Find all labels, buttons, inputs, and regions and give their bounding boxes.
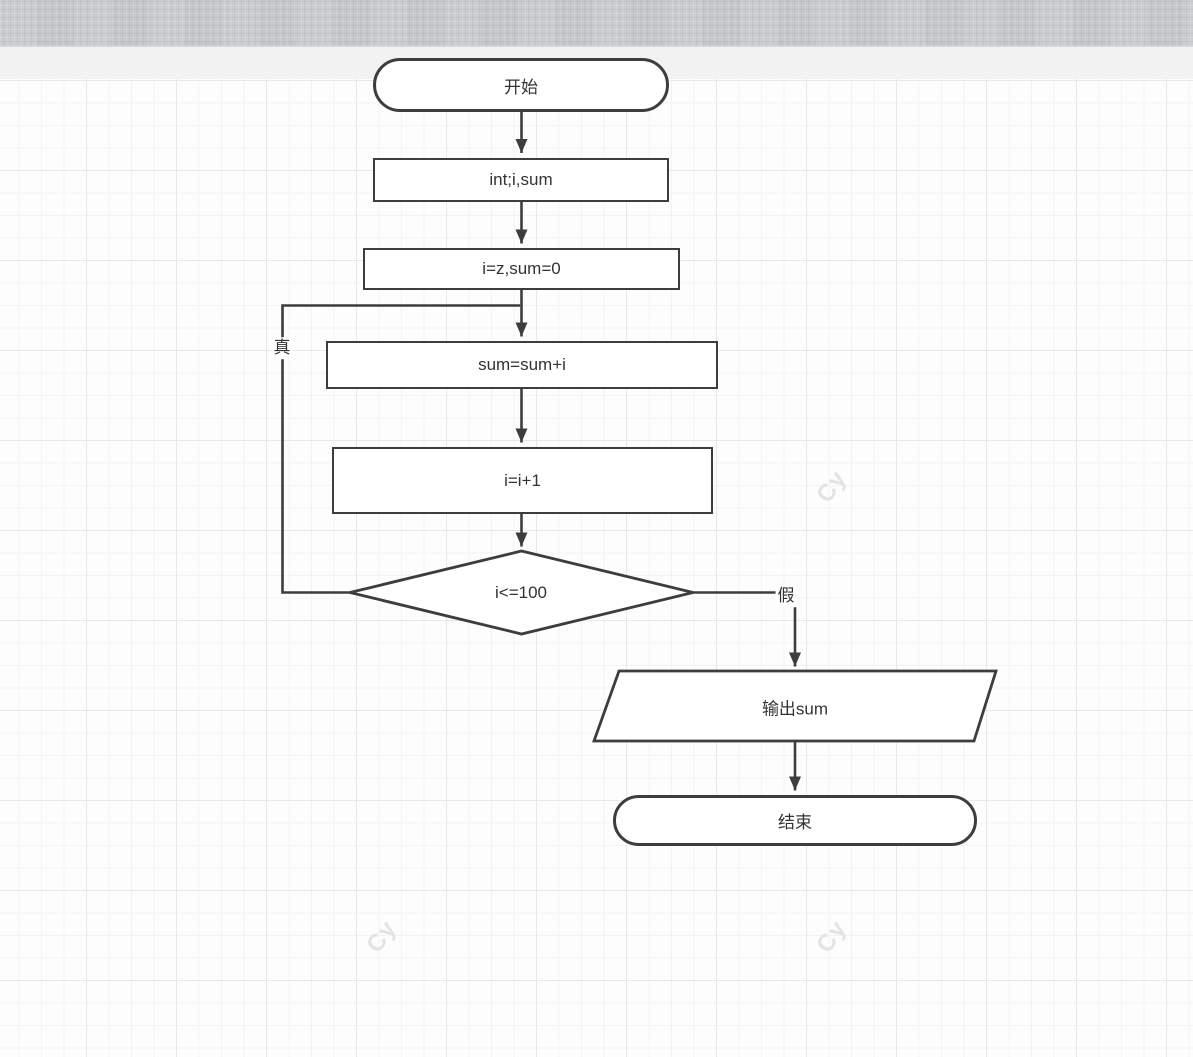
- node-accumulate-label: sum=sum+i: [478, 355, 566, 374]
- node-end[interactable]: 结束: [613, 795, 977, 846]
- edge-label-false[interactable]: 假: [775, 585, 797, 607]
- node-end-label: 结束: [778, 813, 812, 832]
- node-start[interactable]: 开始: [373, 58, 669, 112]
- node-increment[interactable]: i=i+1: [332, 447, 713, 514]
- node-increment-label: i=i+1: [504, 470, 541, 490]
- decision-diamond-shape[interactable]: [349, 549, 694, 636]
- node-accumulate[interactable]: sum=sum+i: [326, 341, 718, 389]
- node-init[interactable]: i=z,sum=0: [363, 248, 680, 290]
- output-label: 输出sum: [761, 699, 829, 719]
- output-parallelogram-shape[interactable]: [592, 669, 998, 743]
- node-init-label: i=z,sum=0: [482, 259, 561, 278]
- app-toolbar: [0, 0, 1193, 47]
- node-start-label: 开始: [504, 77, 538, 97]
- node-declare-label: int;i,sum: [489, 170, 553, 189]
- edge-decision-true-loop[interactable]: [281, 304, 521, 594]
- edge-label-true[interactable]: 真: [271, 337, 293, 359]
- node-declare[interactable]: int;i,sum: [373, 158, 669, 202]
- decision-label: i<=100: [495, 583, 547, 602]
